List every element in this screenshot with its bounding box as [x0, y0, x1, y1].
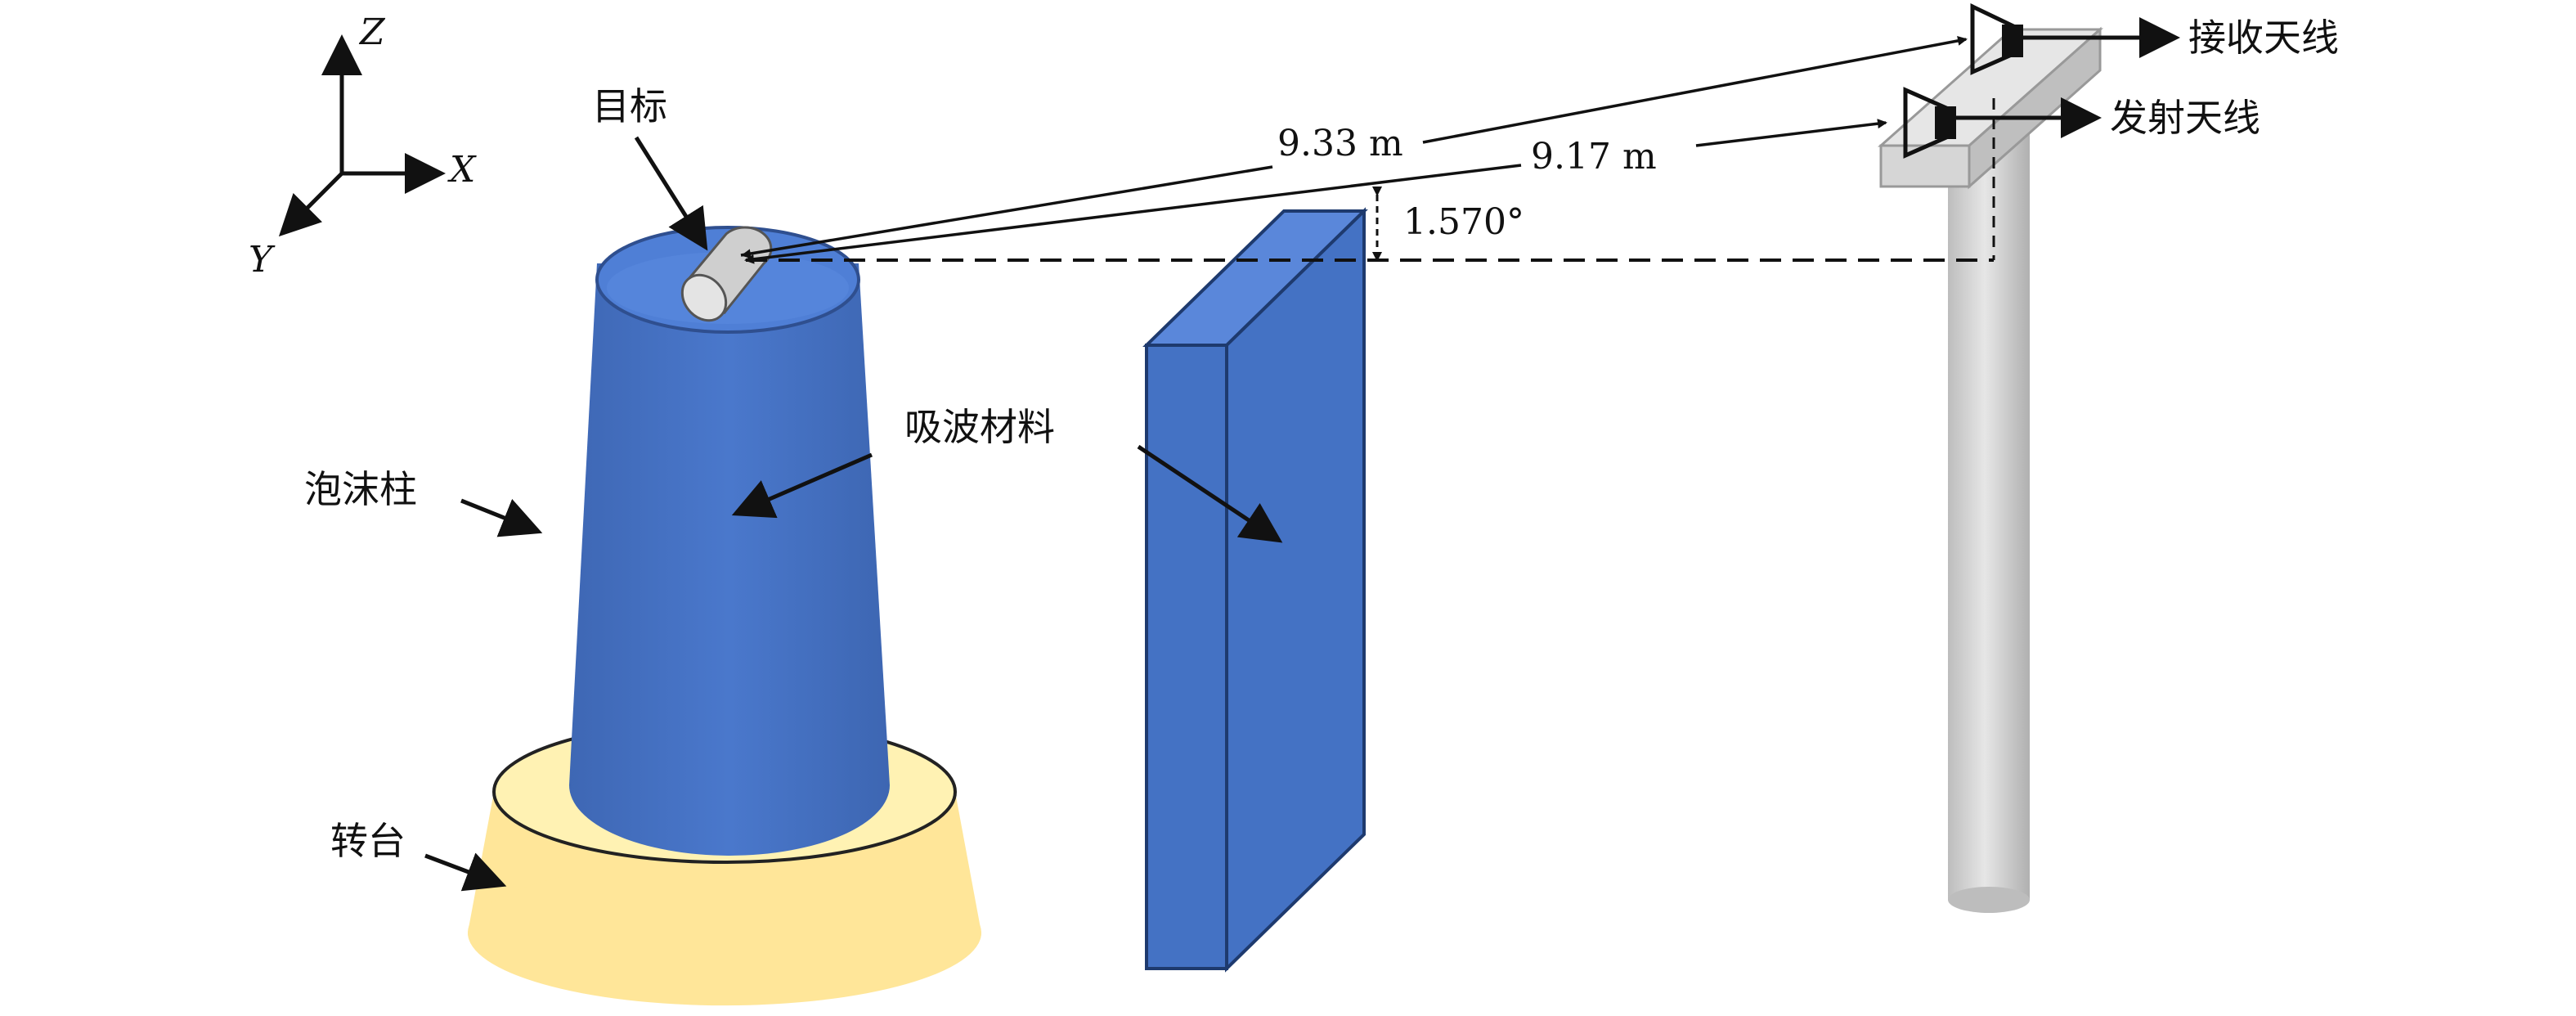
rx-antenna [1970, 3, 2180, 75]
rx-feed [2002, 25, 2023, 57]
antenna-mast [1878, 26, 2103, 913]
tx-path-segment-1 [744, 164, 1522, 264]
foam-column-body [569, 263, 890, 856]
turntable-bottom [468, 861, 981, 1005]
tx-path-segment-2 [1695, 119, 1887, 147]
tx-feed [1935, 106, 1956, 139]
absorber-front [1145, 344, 1228, 970]
mast-pole-bottom [1948, 887, 2030, 913]
turntable-label: 转台 [330, 819, 406, 863]
mast-pole [1948, 131, 2030, 900]
tx-antenna [1903, 87, 2102, 159]
absorber-panel [1142, 207, 1368, 973]
text-labels: 目标 泡沫柱 吸波材料 转台 接收天线 发射天线 9.33 m 9.17 m 1… [304, 16, 2339, 863]
target-pointer [634, 136, 708, 251]
pointer-arrows [424, 136, 1283, 892]
turntable-pointer [424, 852, 507, 892]
absorber-label: 吸波材料 [904, 405, 1055, 449]
tx-antenna-label: 发射天线 [2110, 96, 2260, 140]
x-axis-label: X [447, 149, 477, 191]
rx-antenna-label: 接收天线 [2188, 16, 2339, 60]
absorber-side [1225, 207, 1366, 973]
target-cylinder-end [680, 273, 728, 322]
mast-crossbar-front [1879, 144, 1971, 188]
y-axis [278, 172, 343, 237]
absorber-pointer-column [731, 452, 873, 519]
rx-path-back [741, 249, 752, 259]
rx-path-segment-1 [740, 165, 1273, 257]
tx-distance-label: 9.17 m [1531, 136, 1657, 178]
measurement-lines [740, 35, 1995, 264]
absorber-pointer-panel [1137, 444, 1283, 543]
angle-label: 1.570° [1403, 201, 1524, 243]
z-axis-label: Z [358, 11, 386, 53]
rx-distance-label: 9.33 m [1277, 123, 1403, 164]
rx-path-segment-2 [1422, 35, 1968, 144]
foam-column-label: 泡沫柱 [304, 467, 417, 511]
target-cylinder [680, 226, 773, 322]
coordinate-axes: Z X Y [249, 11, 477, 281]
foam-column-pointer [460, 498, 543, 537]
foam-column [569, 226, 890, 856]
y-axis-label: Y [249, 239, 276, 281]
target-label: 目标 [592, 84, 667, 128]
